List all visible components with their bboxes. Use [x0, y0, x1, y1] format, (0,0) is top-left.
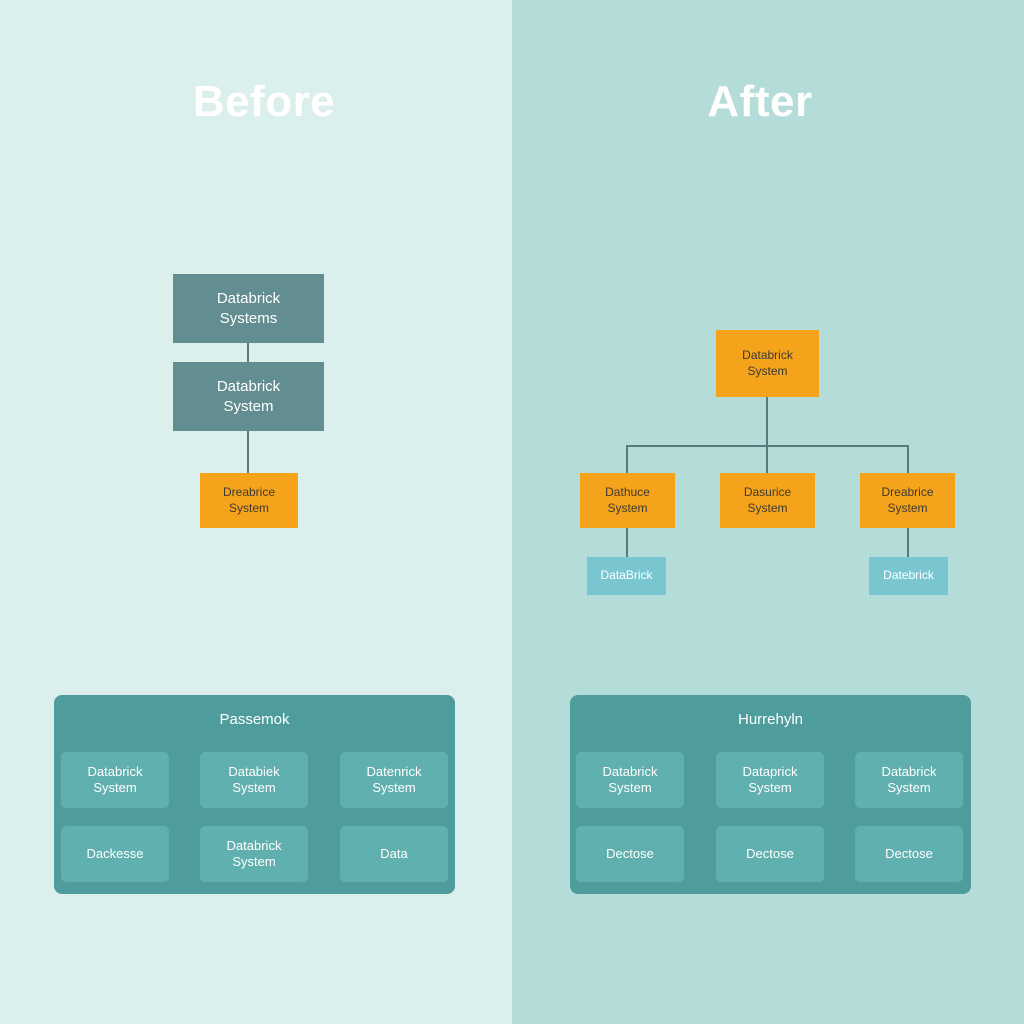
after-connector-leaf-right	[907, 528, 909, 557]
after-child-node: Dreabrice System	[860, 473, 955, 528]
after-connector-right	[907, 445, 909, 473]
after-bottom-panel: Hurrehyln Databrick System Dataprick Sys…	[570, 695, 971, 894]
before-tile: Data	[340, 826, 448, 882]
before-panel-title: Passemok	[219, 711, 290, 728]
before-connector-bottom	[247, 431, 249, 473]
after-tile: Dectose	[576, 826, 684, 882]
before-bottom-node: Dreabrice System	[200, 473, 298, 528]
before-tile: Databiek System	[200, 752, 308, 808]
before-top-node: Databrick Systems	[173, 274, 324, 343]
after-leaf-node: Datebrick	[869, 557, 948, 595]
before-tile: Databrick System	[200, 826, 308, 882]
after-connector-root	[766, 397, 768, 446]
before-connector-top	[247, 343, 249, 363]
before-tile: Datenrick System	[340, 752, 448, 808]
after-connector-middle	[766, 445, 768, 473]
after-root-node: Databrick System	[716, 330, 819, 397]
after-tile: Dectose	[855, 826, 963, 882]
after-leaf-node: DataBrick	[587, 557, 666, 595]
after-tile: Dataprick System	[716, 752, 824, 808]
before-tile: Databrick System	[61, 752, 169, 808]
after-tile: Dectose	[716, 826, 824, 882]
after-heading: After	[707, 77, 813, 126]
before-middle-node: Databrick System	[173, 362, 324, 431]
before-bottom-panel: Passemok Databrick System Databiek Syste…	[54, 695, 455, 894]
after-tile: Databrick System	[576, 752, 684, 808]
after-connector-left	[626, 445, 628, 473]
after-child-node: Dathuce System	[580, 473, 675, 528]
after-panel-title: Hurrehyln	[737, 711, 804, 728]
after-tile: Databrick System	[855, 752, 963, 808]
before-heading: Before	[192, 77, 336, 126]
after-connector-leaf-left	[626, 528, 628, 557]
after-child-node: Dasurice System	[720, 473, 815, 528]
before-tile: Dackesse	[61, 826, 169, 882]
